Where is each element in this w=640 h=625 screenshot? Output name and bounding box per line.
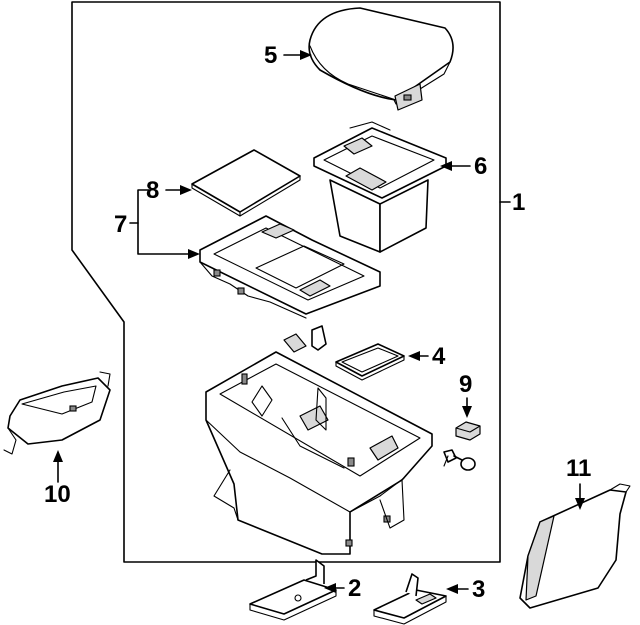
callout-11: 11 [566, 455, 591, 510]
part-small-clips[interactable] [283, 325, 327, 353]
part-storage-bin[interactable] [313, 121, 447, 253]
part-console-body[interactable] [205, 351, 433, 555]
part-trim-panel[interactable] [519, 483, 631, 609]
callout-5: 5 [264, 42, 312, 69]
part-pad[interactable] [335, 343, 405, 381]
part-bracket-3[interactable] [373, 573, 447, 625]
callout-7: 7 [114, 189, 200, 259]
part-console-tray[interactable] [199, 215, 381, 319]
part-bracket-2[interactable] [249, 559, 337, 621]
callout-1: 1 [499, 189, 525, 216]
callout-9: 9 [459, 371, 472, 418]
part-cover-plate[interactable] [191, 149, 301, 217]
assembly-boundary [71, 1, 501, 563]
callout-label-7: 7 [114, 211, 127, 238]
part-clip-9[interactable] [455, 421, 481, 441]
callout-6: 6 [440, 153, 487, 180]
callout-label-4: 4 [432, 343, 446, 370]
callout-label-5: 5 [264, 42, 277, 69]
callout-label-8: 8 [146, 177, 159, 204]
callout-2: 2 [324, 575, 361, 602]
callout-10: 10 [44, 450, 71, 508]
callout-3: 3 [446, 576, 485, 603]
callout-8: 8 [146, 177, 192, 204]
callout-label-2: 2 [348, 575, 361, 602]
callout-label-1: 1 [512, 189, 525, 216]
part-side-bracket[interactable] [3, 371, 111, 455]
callout-label-11: 11 [566, 455, 591, 482]
callout-label-3: 3 [472, 576, 485, 603]
callout-label-9: 9 [459, 371, 472, 398]
part-screw[interactable] [443, 449, 476, 471]
callout-label-10: 10 [44, 481, 71, 508]
part-armrest-lid[interactable] [308, 7, 454, 111]
callout-4: 4 [408, 343, 446, 370]
callout-label-6: 6 [474, 153, 487, 180]
